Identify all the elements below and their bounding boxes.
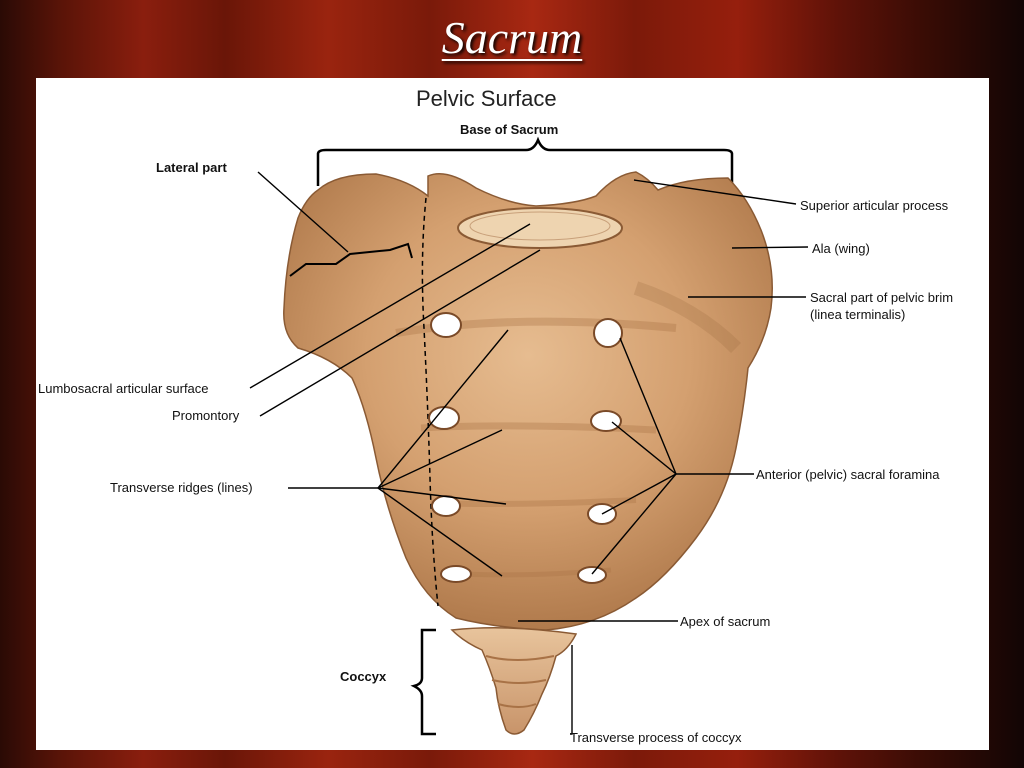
label-promontory: Promontory [172,408,240,423]
leader-transverse-process [570,645,573,735]
label-transverse-process-of-coccyx: Transverse process of coccyx [570,730,742,745]
label-apex-of-sacrum: Apex of sacrum [680,614,771,629]
sacrum-body [283,171,773,631]
lumbosacral-surface [457,207,623,249]
lateral-dashed-line [421,197,439,607]
foramen-left-2 [428,406,460,430]
leader-foramina-b [611,421,677,475]
leader-lumbosacral [249,223,531,389]
label-base-of-sacrum: Base of Sacrum [460,122,559,137]
label-ala: Ala (wing) [812,241,870,256]
coccyx-body [450,627,578,735]
leader-foramina-d [591,473,677,575]
foramen-left-1 [430,312,462,338]
label-sacral-part-line2: (linea terminalis) [810,307,906,322]
coccyx-bracket [410,628,436,736]
base-bracket [316,136,734,186]
leader-foramina-a [619,337,677,475]
label-superior-articular-process: Superior articular process [800,198,949,213]
foramen-right-4 [577,566,607,584]
slide-title: Sacrum [441,12,583,63]
leader-ridge-b [377,429,503,489]
ala-shadow [633,281,741,353]
leader-lines [249,171,809,735]
leader-foramina-c [601,473,677,515]
foramen-right-2 [590,410,622,432]
foramen-right-1 [593,318,623,348]
ridge-band-1 [395,317,677,337]
leader-ala [731,246,809,249]
lateral-part-outline [289,242,413,277]
foramen-left-4 [440,565,472,583]
leader-ridge-c [377,487,507,505]
diagram-panel: Pelvic Surface Base of Sacrum Lateral pa… [36,78,989,750]
label-anterior-sacral-foramina: Anterior (pelvic) sacral foramina [756,467,940,482]
label-lateral-part: Lateral part [156,160,227,175]
leader-promontory [259,249,541,417]
label-sacral-part-line1: Sacral part of pelvic brim [810,290,954,305]
foramen-left-3 [431,495,461,517]
leader-ridge-a [377,329,509,489]
label-transverse-ridges: Transverse ridges (lines) [110,480,253,495]
label-lumbosacral-articular-surface: Lumbosacral articular surface [38,381,209,396]
sacrum-illustration [249,136,809,736]
leader-superior-articular [633,179,797,205]
leader-lateral-part [257,171,349,253]
figure-heading: Pelvic Surface [416,86,557,111]
label-coccyx: Coccyx [340,669,387,684]
leader-ridge-d [377,487,503,577]
